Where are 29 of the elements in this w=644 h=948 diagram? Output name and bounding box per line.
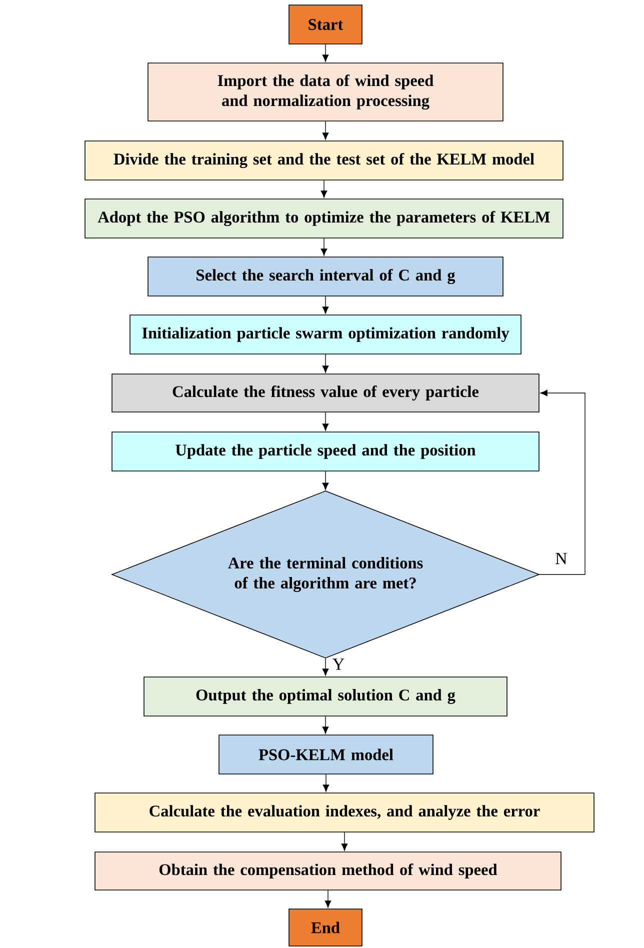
arrow xyxy=(322,296,329,314)
process-box: Divide the training set and the test set of the KELM model xyxy=(84,140,564,180)
process-box: Initialization particle swarm optimization randomly xyxy=(130,314,522,354)
terminal-box: Start xyxy=(288,4,362,44)
process-box: Output the optimal solution C and g xyxy=(144,676,508,716)
arrow xyxy=(320,238,328,256)
process-box: Calculate the fitness value of every particle xyxy=(112,374,540,412)
arrow xyxy=(341,832,348,851)
arrow xyxy=(322,44,329,62)
process-box: PSO-KELM model xyxy=(218,734,434,774)
arrow xyxy=(322,121,329,140)
edge-label: Y xyxy=(331,658,346,671)
arrow xyxy=(320,180,328,198)
arrow xyxy=(538,390,586,575)
process-box: Adopt the PSO algorithm to optimize the parameters of KELM xyxy=(84,198,564,238)
arrow xyxy=(322,354,329,373)
arrow xyxy=(322,658,329,676)
arrow xyxy=(322,716,329,734)
process-box: Update the particle speed and the position xyxy=(112,432,540,472)
process-box: Import the data of wind speed and normalization processing xyxy=(148,62,504,122)
process-box: Select the search interval of C and g xyxy=(148,256,504,296)
arrow xyxy=(322,412,329,431)
terminal-box: End xyxy=(288,908,362,946)
arrow xyxy=(322,774,330,792)
process-box: Calculate the evaluation indexes, and analyze the error xyxy=(94,792,594,832)
edge-label: N xyxy=(554,552,568,566)
arrow xyxy=(322,471,329,490)
arrow xyxy=(324,890,332,908)
process-box: Obtain the compensation method of wind speed xyxy=(94,852,562,890)
